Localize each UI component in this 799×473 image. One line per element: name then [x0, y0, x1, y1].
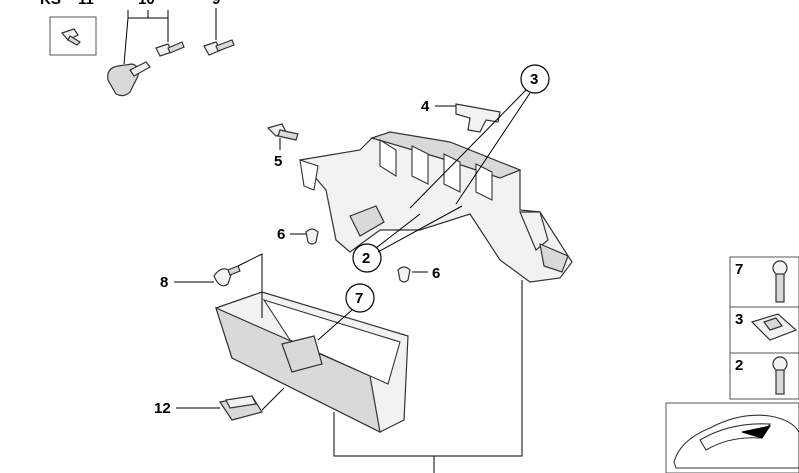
legend-box-2: [729, 352, 799, 400]
legend-nut-3: [750, 313, 798, 341]
legend-box-7: [729, 256, 799, 308]
label-6b: 6: [432, 265, 440, 282]
screw-9: [203, 39, 235, 56]
label-10-text: 10: [138, 0, 155, 8]
label-ks-11: KS 11: [40, 0, 94, 8]
label-ks: KS: [40, 0, 61, 8]
bracket-4: [455, 103, 501, 133]
label-5: 5: [274, 153, 282, 170]
clip-6b: [397, 266, 411, 283]
label-11: 11: [78, 0, 94, 8]
screw-10: [155, 41, 185, 57]
glovebox: [215, 291, 409, 434]
label-9: 9: [212, 0, 220, 40]
key: [107, 61, 151, 97]
pin-8: [213, 265, 241, 287]
clip-6a: [305, 228, 319, 245]
label-7: 7: [355, 290, 363, 307]
label-6a: 6: [277, 226, 285, 243]
screw-11: [60, 28, 81, 46]
group-bracket: [333, 280, 523, 457]
callout-7: [345, 283, 375, 313]
legend-screw-7: [772, 260, 788, 303]
label-12: 12: [154, 400, 171, 417]
glovebox-frame: [298, 131, 573, 283]
label-2: 2: [362, 250, 370, 267]
label-9-text: 9: [212, 0, 220, 8]
latch-12: [218, 395, 263, 421]
callout-2: [352, 243, 382, 273]
legend-label-2: 2: [735, 357, 743, 374]
label-10: 10: [123, 0, 169, 65]
label-4: 4: [421, 98, 430, 115]
label-3: 3: [530, 71, 538, 88]
legend-label-7: 7: [735, 261, 743, 278]
bolt-5: [266, 123, 299, 141]
legend-label-3: 3: [735, 311, 743, 328]
callout-3: [520, 64, 550, 94]
legend-screw-2: [772, 356, 788, 395]
vehicle-thumbnail: [673, 414, 799, 469]
label-8: 8: [160, 274, 168, 291]
